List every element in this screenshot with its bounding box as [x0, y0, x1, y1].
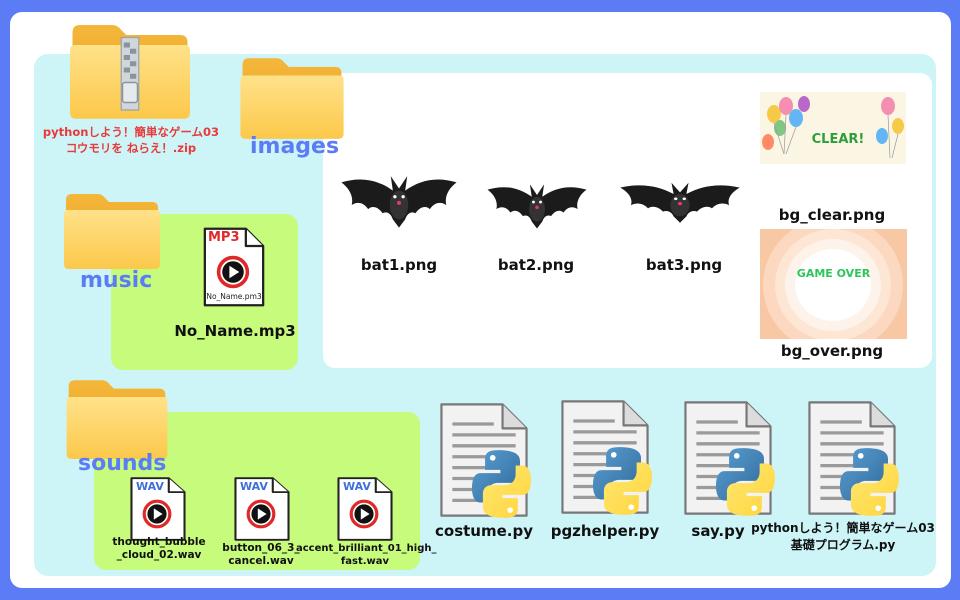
wav-label-3-line2: fast.wav — [340, 556, 390, 567]
bat3-label: bat3.png — [645, 256, 723, 274]
sounds-folder-label: sounds — [78, 451, 167, 476]
py-label-costume: costume.py — [435, 522, 533, 540]
images-folder-label: images — [250, 134, 340, 159]
zip-folder-icon[interactable] — [67, 20, 193, 120]
bg-over-text: GAME OVER — [796, 267, 871, 280]
wav-label-2-line2: cancel.wav — [228, 555, 294, 567]
mp3-inner-name: No_Name.pm3 — [206, 292, 262, 301]
bg-over-image[interactable]: GAME OVER — [760, 229, 907, 339]
wav-label-2: button_06_3_ cancel.wav — [212, 542, 310, 568]
wav-label-1: thought_bubble _cloud_02.wav — [100, 536, 218, 562]
py-label-kiso-line1: pythonしよう！簡単なゲーム03 — [751, 521, 935, 535]
py-label-kiso: pythonしよう！簡単なゲーム03 基礎プログラム.py — [748, 520, 938, 554]
bg-clear-image[interactable]: CLEAR! — [760, 92, 906, 164]
zip-name-line2: コウモリを ねらえ！.zip — [65, 141, 197, 155]
python-file-icon[interactable] — [432, 400, 536, 520]
zip-file-name: pythonしよう！簡単なゲーム03 コウモリを ねらえ！.zip — [20, 124, 242, 156]
bg-over-label: bg_over.png — [780, 342, 884, 360]
bat2-label: bat2.png — [497, 256, 575, 274]
wav-badge: WAV — [136, 480, 164, 493]
python-file-icon[interactable] — [553, 397, 657, 517]
wav-badge: WAV — [343, 480, 371, 493]
mp3-badge: MP3 — [208, 230, 240, 245]
mp3-file-icon[interactable]: MP3 No_Name.pm3 — [202, 226, 266, 308]
wav-label-1-line2: _cloud_02.wav — [116, 549, 202, 561]
mp3-label: No_Name.mp3 — [174, 322, 296, 340]
python-file-icon[interactable] — [676, 398, 780, 518]
wav-file-icon[interactable]: WAV — [336, 476, 394, 542]
play-icon — [348, 498, 380, 530]
music-folder-label: music — [80, 268, 153, 293]
images-folder-icon[interactable] — [238, 54, 346, 140]
py-label-kiso-line2: 基礎プログラム.py — [790, 538, 896, 552]
wav-label-1-line1: thought_bubble — [112, 536, 206, 548]
wav-label-3-line1: accent_brilliant_01_high_ — [296, 543, 437, 554]
balloons-icon — [762, 96, 904, 159]
wav-label-2-line1: button_06_3_ — [222, 542, 300, 554]
wav-file-icon[interactable]: WAV — [233, 476, 291, 542]
wav-badge: WAV — [240, 480, 268, 493]
bat1-image[interactable] — [337, 170, 461, 242]
bat1-label: bat1.png — [360, 256, 438, 274]
py-label-say: say.py — [691, 522, 745, 540]
wav-file-icon[interactable]: WAV — [129, 476, 187, 542]
py-label-pgzhelper: pgzhelper.py — [550, 522, 660, 540]
bat3-image[interactable] — [616, 178, 744, 234]
wav-label-3: accent_brilliant_01_high_ fast.wav — [296, 542, 437, 568]
play-icon — [141, 498, 173, 530]
bg-clear-text: CLEAR! — [811, 132, 865, 147]
play-icon — [245, 498, 277, 530]
music-folder-icon[interactable] — [62, 190, 162, 270]
sounds-folder-icon[interactable] — [64, 376, 170, 460]
zip-name-line1: pythonしよう！簡単なゲーム03 — [42, 125, 220, 139]
play-icon — [215, 254, 251, 290]
bat2-image[interactable] — [484, 175, 590, 245]
python-file-icon[interactable] — [800, 398, 904, 518]
bg-clear-label: bg_clear.png — [778, 206, 886, 224]
